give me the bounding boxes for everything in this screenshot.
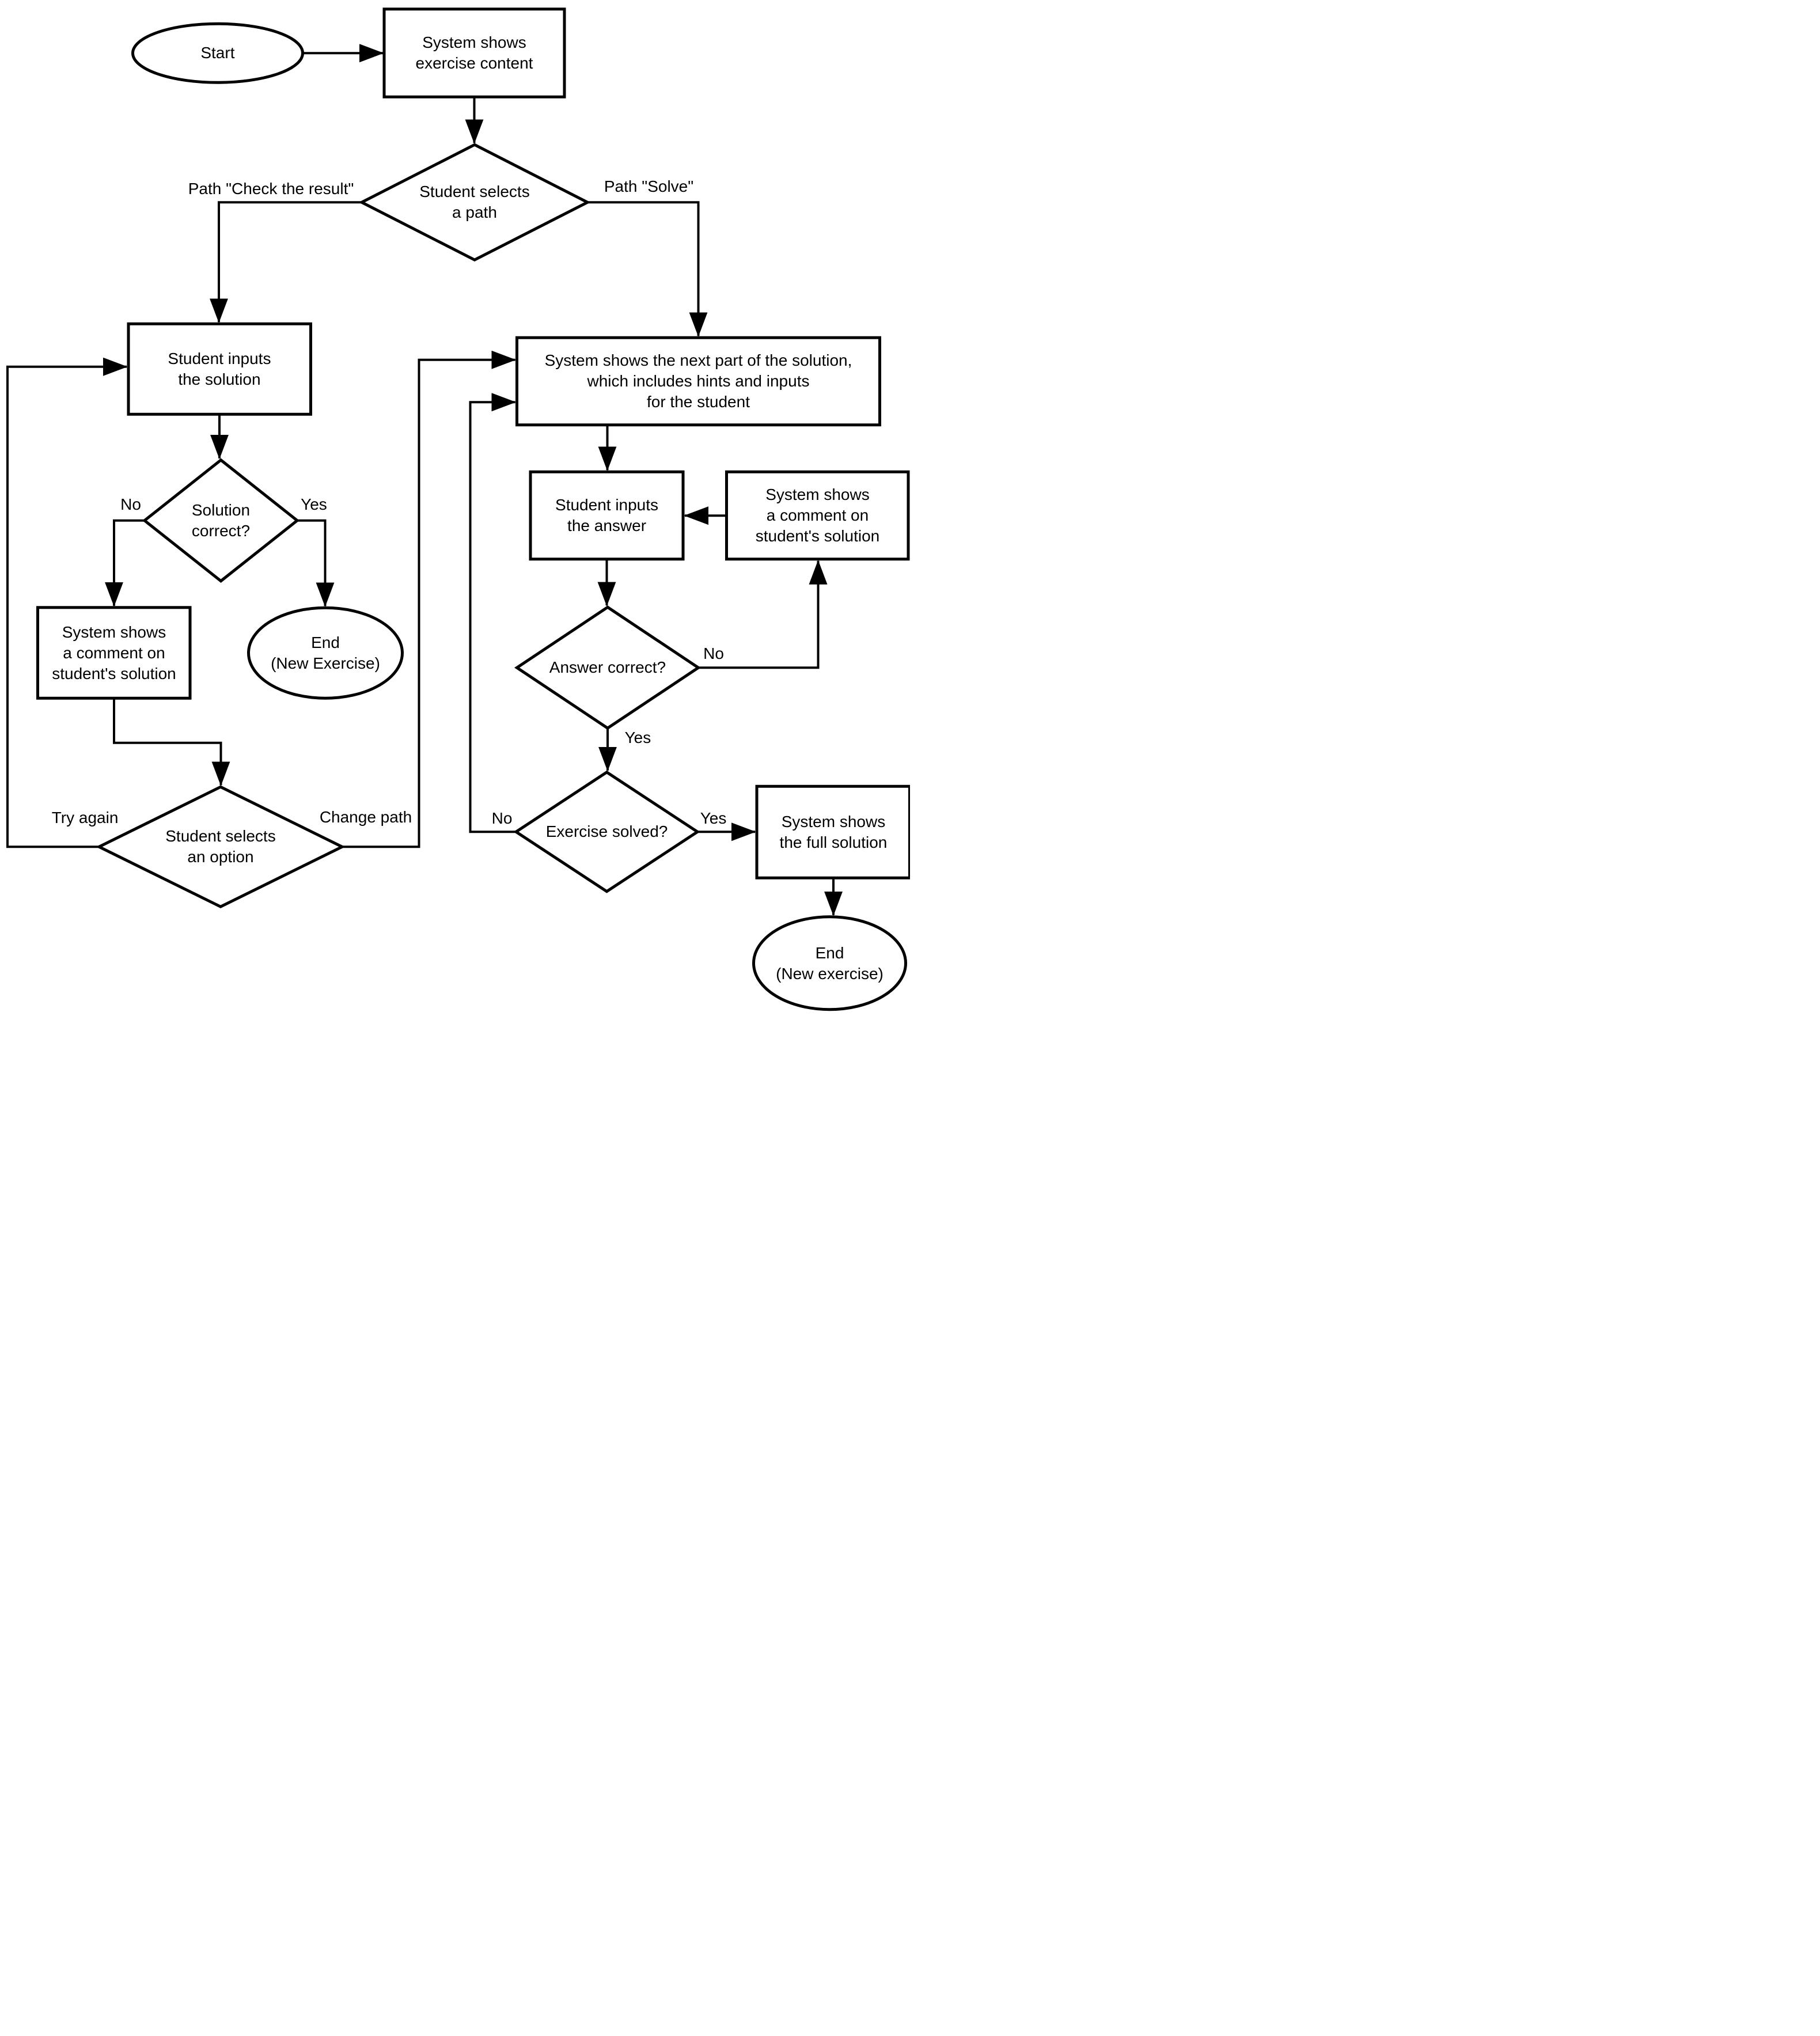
end-left-label: End (New Exercise)	[271, 633, 380, 672]
comment-solution-right-label: System shows a comment on student's solu…	[755, 486, 880, 545]
end-right-terminator	[752, 915, 907, 1011]
end-right-label: End (New exercise)	[776, 943, 884, 983]
edge-label-answer-yes: Yes	[624, 728, 651, 746]
edge-label-path-solve: Path "Solve"	[604, 177, 694, 196]
comment-solution-left-label: System shows a comment on student's solu…	[52, 623, 176, 683]
answer-correct-diamond	[514, 605, 702, 730]
edge-solution-no-to-comment	[105, 519, 145, 607]
flowchart-canvas: Start System shows exercise content Stud…	[0, 0, 910, 1018]
solution-correct-label: Solution correct?	[191, 501, 251, 540]
edge-path-solve-to-show-next-part	[587, 201, 708, 337]
edge-label-change-path: Change path	[319, 807, 412, 826]
input-solution-label: Student inputs the solution	[168, 349, 271, 388]
edge-comment-to-select-option	[113, 698, 230, 786]
edge-label-solved-no: No	[491, 809, 513, 828]
select-path-label: Student selects a path	[419, 183, 530, 222]
edge-label-answer-no: No	[703, 644, 724, 663]
start-label: Start	[200, 43, 234, 63]
select-option-diamond	[96, 785, 346, 909]
input-answer-label: Student inputs the answer	[555, 496, 659, 535]
select-path-diamond	[358, 143, 591, 262]
answer-correct-label: Answer correct?	[549, 658, 666, 677]
comment-solution-left-box	[36, 606, 192, 700]
show-next-part-label: System shows the next part of the soluti…	[544, 351, 852, 411]
comment-solution-right-box	[725, 470, 910, 561]
start-label-text: Start	[200, 43, 235, 62]
edge-label-try-again: Try again	[51, 808, 119, 826]
solution-correct-diamond	[142, 458, 300, 583]
show-next-part-box	[515, 336, 881, 427]
edge-answer-no-to-comment-right	[698, 560, 828, 669]
end-left-terminator	[247, 606, 404, 700]
edge-label-solved-yes: Yes	[700, 809, 727, 828]
edge-try-again-to-input-solution	[6, 357, 128, 848]
input-solution-box	[127, 322, 312, 416]
full-solution-box	[755, 784, 910, 879]
full-solution-label: System shows the full solution	[779, 812, 888, 851]
edge-label-path-check: Path "Check the result"	[188, 179, 354, 198]
edge-path-check-to-input-solution	[210, 201, 362, 323]
select-option-label: Student selects an option	[165, 827, 276, 866]
input-answer-box	[529, 470, 685, 561]
exercise-solved-label: Exercise solved?	[545, 822, 668, 841]
flowchart-graphic	[6, 7, 910, 1011]
start-terminator	[131, 22, 304, 84]
edge-change-path-to-show-next-part	[342, 350, 516, 848]
edge-solved-no-to-show-next-part	[469, 393, 516, 833]
show-exercise-label: System shows exercise content	[415, 33, 533, 72]
edge-label-solution-no: No	[120, 495, 141, 514]
show-exercise-box	[382, 7, 566, 98]
edge-label-solution-yes: Yes	[301, 495, 327, 514]
edge-solution-yes-to-end	[297, 519, 335, 607]
exercise-solved-diamond	[513, 770, 700, 893]
